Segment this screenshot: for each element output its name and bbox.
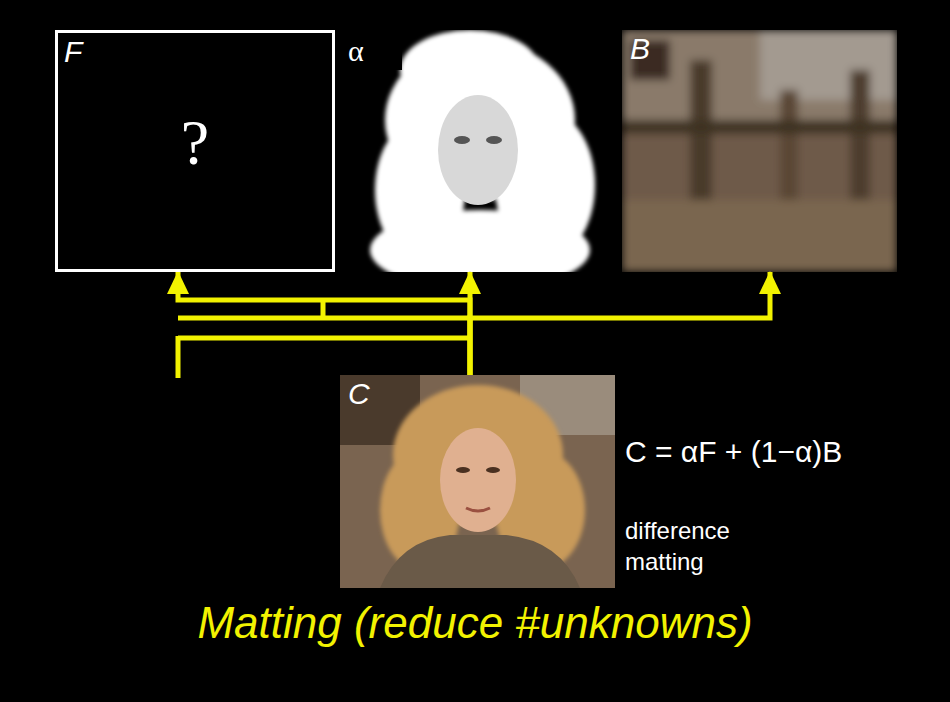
bracket-lines — [178, 300, 470, 378]
slide-title: Matting (reduce #unknowns) — [0, 598, 950, 648]
flow-arrow — [178, 272, 470, 375]
panel-label: α — [340, 30, 615, 67]
panel-label: B — [622, 30, 897, 65]
alpha-panel: α — [340, 30, 615, 272]
foreground-panel: F? — [55, 30, 335, 272]
background-panel: B — [622, 30, 897, 272]
composite-panel: C — [340, 375, 615, 588]
flow-arrow — [470, 272, 770, 375]
panel-label: C — [340, 375, 615, 410]
composite-photo — [340, 375, 615, 588]
background-plate — [622, 30, 897, 272]
panel-label: F — [58, 33, 332, 68]
method-note: difference matting — [625, 515, 775, 577]
equation: C = αF + (1−α)B — [625, 432, 842, 471]
alpha-matte — [340, 30, 615, 272]
unknown-mark: ? — [58, 108, 332, 178]
